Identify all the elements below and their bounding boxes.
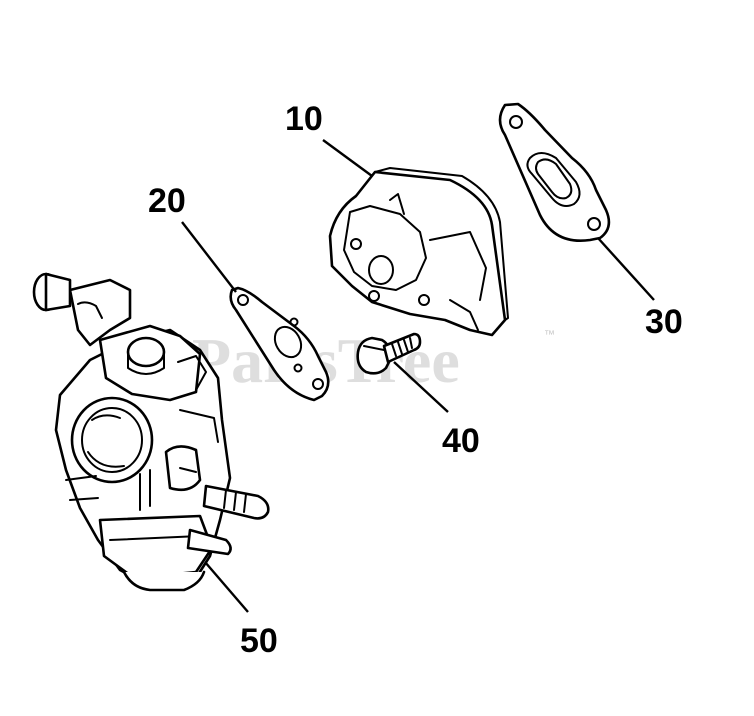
- part-50-carburetor[interactable]: [32, 272, 270, 592]
- part-10-insulator[interactable]: [328, 167, 509, 337]
- callout-30[interactable]: 30: [645, 303, 683, 341]
- callout-40[interactable]: 40: [442, 422, 480, 460]
- gasket-icon: [498, 102, 611, 242]
- gasket-icon: [229, 286, 330, 402]
- leader-30: [597, 237, 655, 301]
- part-40-screw[interactable]: [356, 332, 422, 375]
- insulator-icon: [328, 170, 507, 337]
- callout-50[interactable]: 50: [240, 622, 278, 660]
- leader-40: [393, 361, 449, 413]
- callout-20[interactable]: 20: [148, 182, 186, 220]
- callout-10[interactable]: 10: [285, 100, 323, 138]
- leader-lines: [181, 139, 655, 613]
- part-20-gasket[interactable]: [229, 286, 330, 402]
- leader-20: [181, 221, 237, 293]
- callouts: 10 20 30 40 50: [148, 100, 683, 660]
- part-30-gasket[interactable]: [498, 102, 611, 242]
- leader-50: [204, 561, 249, 613]
- leader-10: [322, 139, 373, 177]
- watermark-trademark: ™: [544, 329, 555, 341]
